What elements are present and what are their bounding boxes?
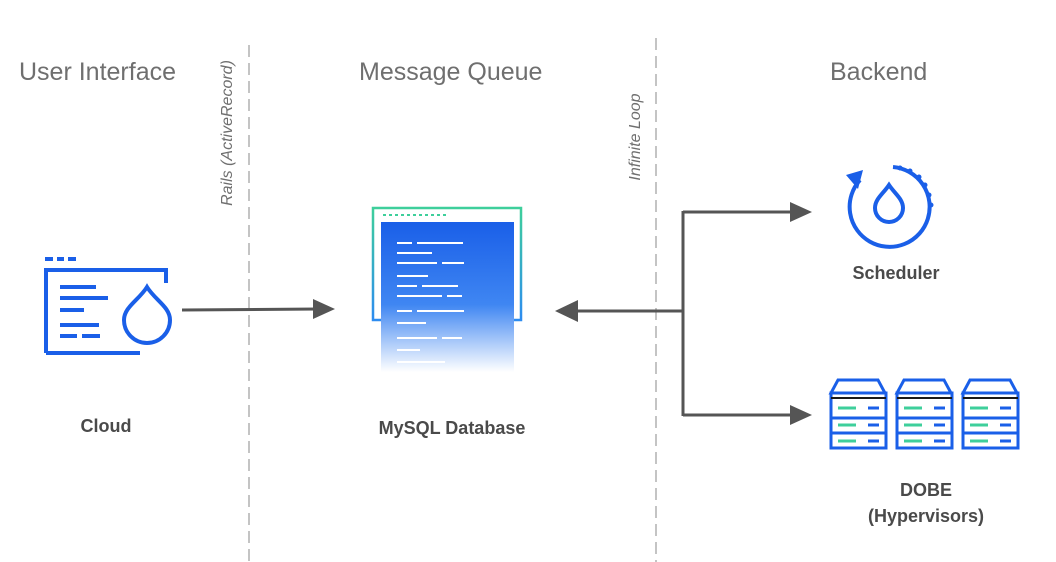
arrow-backend-to-db-head — [555, 300, 578, 322]
scheduler-label: Scheduler — [852, 263, 940, 283]
section-title-user-interface: User Interface — [19, 58, 177, 86]
mysql-database-label: MySQL Database — [378, 418, 526, 438]
arrow-to-scheduler-head — [790, 202, 812, 222]
arrow-cloud-to-db — [181, 307, 319, 312]
dobe-sublabel: (Hypervisors) — [867, 506, 985, 526]
arrow-to-dobe-head — [790, 405, 812, 425]
server-rack-icon — [894, 378, 954, 450]
database-icon — [371, 206, 523, 372]
section-title-message-queue: Message Queue — [359, 58, 543, 86]
cloud-icon — [44, 257, 173, 355]
cloud-label: Cloud — [80, 416, 132, 436]
dobe-label: DOBE — [899, 480, 952, 500]
server-rack-icon — [960, 378, 1020, 450]
section-title-backend: Backend — [830, 58, 928, 86]
scheduler-icon — [846, 165, 934, 249]
server-rack-icon — [828, 378, 888, 450]
arrow-cloud-to-db-head — [313, 299, 335, 319]
